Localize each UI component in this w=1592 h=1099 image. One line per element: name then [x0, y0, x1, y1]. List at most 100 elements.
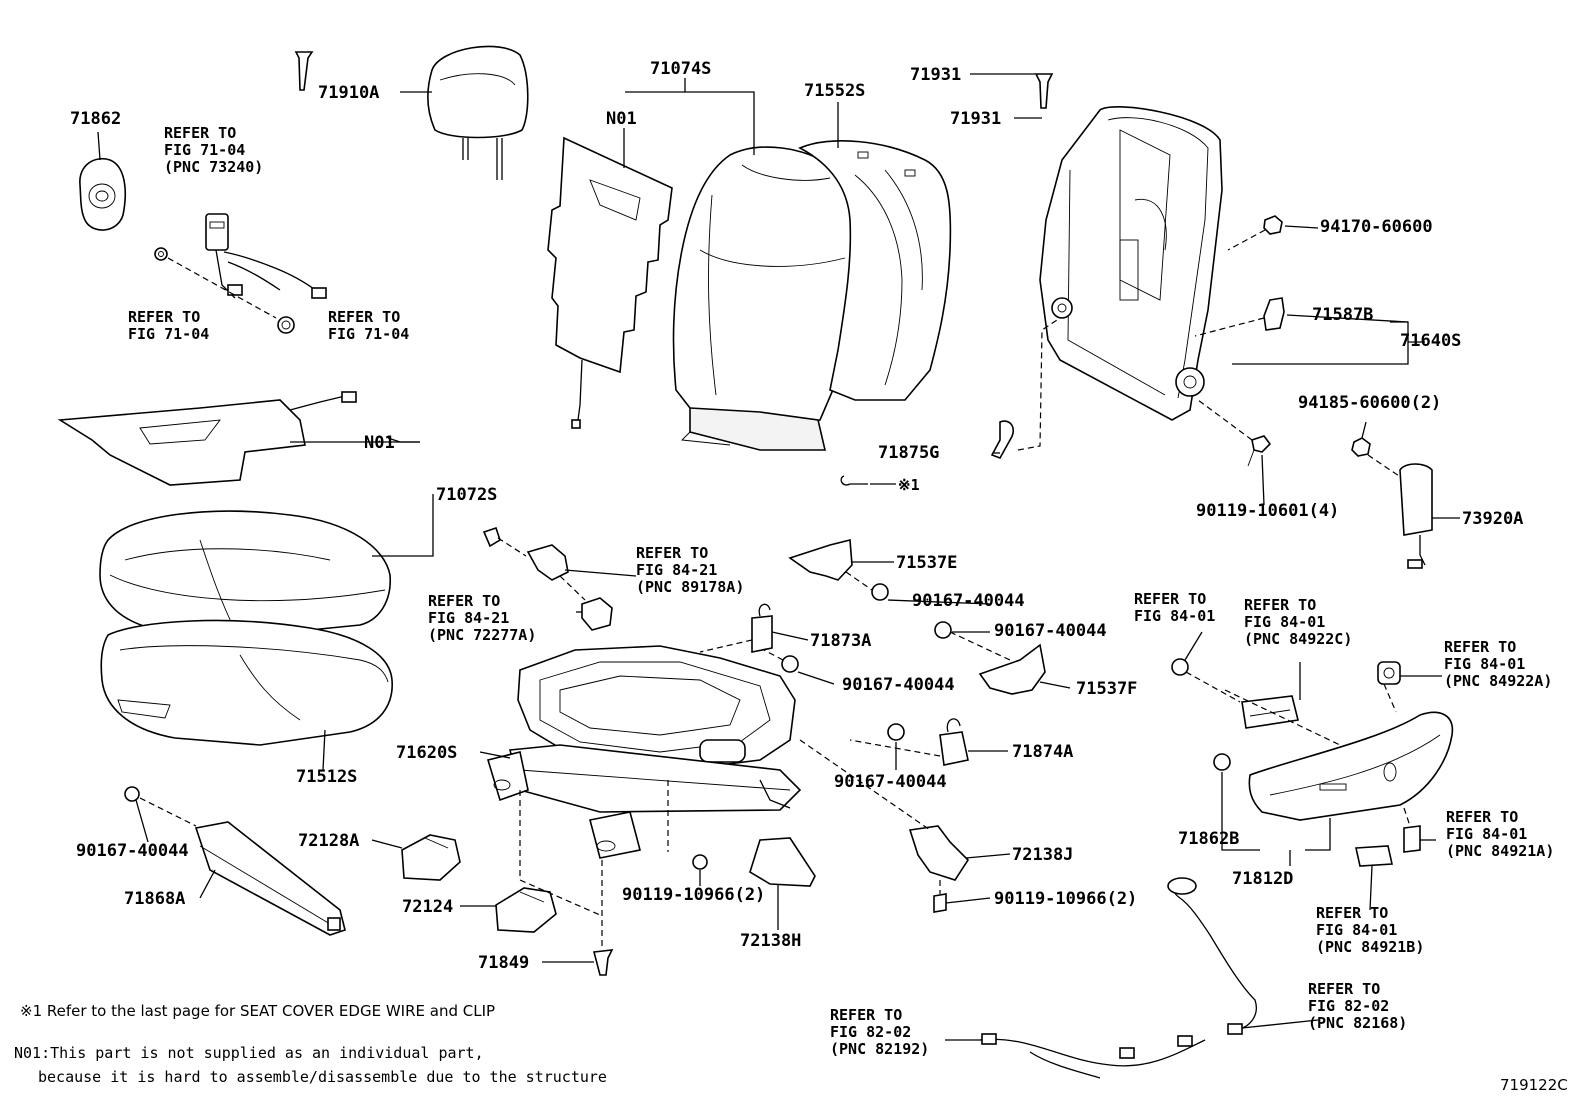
footnote-n01-line1: N01:This part is not supplied as an indi…	[14, 1044, 484, 1062]
label-71931-upper: 71931	[910, 65, 961, 85]
label-N01-mid: N01	[364, 433, 395, 453]
label-90167-c: 90167-40044	[842, 675, 955, 695]
ref-8401e-line2: FIG 84-01	[1316, 921, 1397, 939]
label-71640S: 71640S	[1400, 331, 1461, 351]
label-71620S: 71620S	[396, 743, 457, 763]
ref-7104-right-line1: REFER TO	[328, 308, 400, 326]
part-labels: 71862 71910A 71074S N01 71552S 71931 719…	[70, 59, 1554, 1058]
label-72138H: 72138H	[740, 931, 801, 951]
part-71875G-trim	[990, 317, 1061, 459]
part-71868A-side-trim	[194, 821, 346, 936]
part-71620S-seat-track	[486, 645, 802, 859]
part-71931-guide-pins	[294, 51, 1054, 109]
part-leg-covers	[401, 739, 970, 976]
label-N01-top: N01	[606, 109, 637, 129]
ref-8401c-line3: (PNC 84922A)	[1444, 672, 1552, 690]
ref-8421a-line1: REFER TO	[636, 544, 708, 562]
ref-8401c-line1: REFER TO	[1444, 638, 1516, 656]
label-72138J: 72138J	[1012, 845, 1073, 865]
label-72128A: 72128A	[298, 831, 359, 851]
label-73920A: 73920A	[1462, 509, 1523, 529]
label-72124: 72124	[402, 897, 453, 917]
part-71587B-clip	[1194, 297, 1285, 337]
part-90167-bolts	[124, 621, 1011, 827]
ref-7104-pnc-line3: (PNC 73240)	[164, 158, 263, 176]
label-71812D: 71812D	[1232, 869, 1293, 889]
part-71640S-back-frame	[1039, 106, 1223, 421]
ref-8202a-line1: REFER TO	[830, 1006, 902, 1024]
part-71072S-cushion-cover	[99, 510, 391, 636]
part-seat-belt-buckle	[154, 213, 327, 334]
label-71512S: 71512S	[296, 767, 357, 787]
ref-8401d-line3: (PNC 84921A)	[1446, 842, 1554, 860]
footnote-star: ※1 Refer to the last page for SEAT COVER…	[20, 1002, 495, 1020]
label-71874A: 71874A	[1012, 742, 1073, 762]
ref-8421a-line3: (PNC 89178A)	[636, 578, 744, 596]
label-71868A: 71868A	[124, 889, 185, 909]
label-71873A: 71873A	[810, 631, 871, 651]
label-71537F: 71537F	[1076, 679, 1137, 699]
part-94170-60600-nut	[1227, 215, 1283, 251]
part-wire-harness	[979, 877, 1257, 1079]
part-71537E-cover	[788, 538, 889, 601]
label-90119-10966-b: 90119-10966(2)	[994, 889, 1137, 909]
label-94170-60600: 94170-60600	[1320, 217, 1433, 237]
label-71931-lower: 71931	[950, 109, 1001, 129]
ref-8421b-line2: FIG 84-21	[428, 609, 509, 627]
label-71862: 71862	[70, 109, 121, 129]
ref-8401e-line3: (PNC 84921B)	[1316, 938, 1424, 956]
label-71552S: 71552S	[804, 81, 865, 101]
ref-8401b-line2: FIG 84-01	[1244, 613, 1325, 631]
label-71862B: 71862B	[1178, 829, 1239, 849]
label-71910A: 71910A	[318, 83, 379, 103]
ref-7104-left-line2: FIG 71-04	[128, 325, 209, 343]
ref-7104-right-line2: FIG 71-04	[328, 325, 409, 343]
part-71552S-back-pad	[798, 140, 952, 401]
part-71812D-side-shield	[1171, 658, 1454, 867]
ref-7104-pnc-line1: REFER TO	[164, 124, 236, 142]
label-94185-60600: 94185-60600(2)	[1298, 393, 1441, 413]
ref-8401d-line1: REFER TO	[1446, 808, 1518, 826]
label-71849: 71849	[478, 953, 529, 973]
part-71874A-hook	[849, 718, 969, 766]
figure-id: 719122C	[1500, 1076, 1568, 1094]
part-71873A-hook	[699, 603, 773, 653]
part-N01-heater-mat	[57, 391, 357, 486]
label-90119-10601: 90119-10601(4)	[1196, 501, 1339, 521]
label-71875G: 71875G	[878, 443, 939, 463]
label-star1: ※1	[898, 476, 920, 494]
ref-8202b-line2: FIG 82-02	[1308, 997, 1389, 1015]
footnote-n01-line2: because it is hard to assemble/disassemb…	[38, 1068, 607, 1086]
label-90167-b: 90167-40044	[994, 621, 1107, 641]
leader-lines	[97, 73, 1460, 1041]
label-90167-e: 90167-40044	[76, 841, 189, 861]
part-71074S-back-cover	[672, 146, 856, 451]
ref-8202b-line1: REFER TO	[1308, 980, 1380, 998]
ref-8401c-line2: FIG 84-01	[1444, 655, 1525, 673]
ref-8401a-line1: REFER TO	[1134, 590, 1206, 608]
footnotes: ※1 Refer to the last page for SEAT COVER…	[14, 1002, 1568, 1094]
label-71072S: 71072S	[436, 485, 497, 505]
label-90167-d: 90167-40044	[834, 772, 947, 792]
ref-7104-left-line1: REFER TO	[128, 308, 200, 326]
part-ref-8421-brackets	[482, 526, 613, 631]
ref-8401e-line1: REFER TO	[1316, 904, 1388, 922]
ref-8401b-line3: (PNC 84922C)	[1244, 630, 1352, 648]
ref-8202b-line3: (PNC 82168)	[1308, 1014, 1407, 1032]
label-71074S: 71074S	[650, 59, 711, 79]
label-90167-a: 90167-40044	[912, 591, 1025, 611]
ref-8202a-line3: (PNC 82192)	[830, 1040, 929, 1058]
label-71537E: 71537E	[896, 553, 957, 573]
part-90119-10601-bolt	[1197, 399, 1272, 467]
part-71537F-cover	[978, 643, 1046, 695]
ref-8401a-line2: FIG 84-01	[1134, 607, 1215, 625]
ref-8401b-line1: REFER TO	[1244, 596, 1316, 614]
part-71910A-headrest	[427, 45, 529, 180]
label-71587B: 71587B	[1312, 305, 1373, 325]
ref-8202a-line2: FIG 82-02	[830, 1023, 911, 1041]
ref-7104-pnc-line2: FIG 71-04	[164, 141, 245, 159]
ref-8421b-line3: (PNC 72277A)	[428, 626, 536, 644]
part-71512S-cushion-pad	[100, 619, 393, 746]
part-71862-cap	[79, 158, 126, 231]
